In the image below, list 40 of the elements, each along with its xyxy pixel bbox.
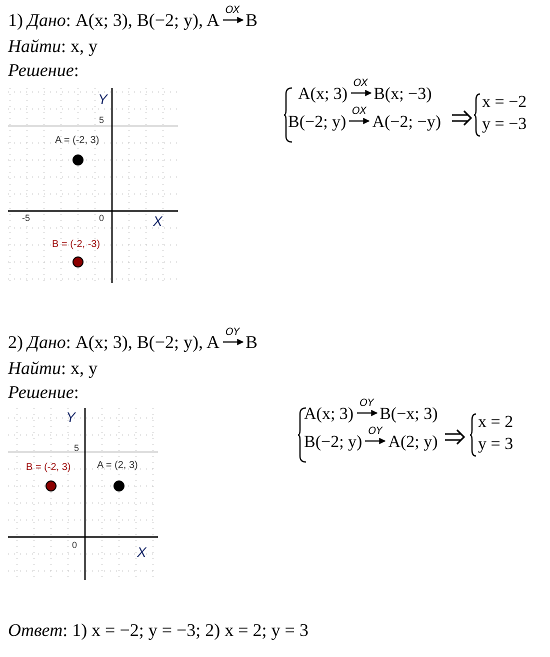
math-text: A(2; y) <box>388 432 438 452</box>
math-text: Решение: <box>8 60 79 81</box>
math-text: B(−x; 3) <box>380 404 438 424</box>
math-text: A(x; 3) <box>298 84 348 104</box>
tick-label: 5 <box>99 116 104 125</box>
math-text: A(x; 3) <box>304 404 354 424</box>
math-text: x = −2 <box>482 92 527 112</box>
math-text: Решение: <box>8 382 79 403</box>
point-label: A = (-2, 3) <box>55 136 100 146</box>
point-label: B = (-2, 3) <box>26 463 71 473</box>
tick-label: 0 <box>99 214 104 223</box>
tick-label: 0 <box>72 541 78 550</box>
math-text: y = −3 <box>482 114 527 134</box>
tick-label: 5 <box>74 444 80 453</box>
math-text: A(−2; −y) <box>372 112 441 132</box>
math-text: x = 2 <box>478 412 514 432</box>
math-text: 1) Дано: A(x; 3), B(−2; y), A <box>8 10 220 31</box>
math-text: Ответ: 1) x = −2; y = −3; 2) x = 2; y = 3 <box>8 620 308 641</box>
axis-label: Y <box>98 92 108 106</box>
axis-symbol: OY <box>368 427 382 437</box>
point-label: B = (-2, -3) <box>52 240 100 250</box>
axis-symbol: OX <box>352 107 366 117</box>
axis-symbol: OY <box>226 328 240 338</box>
math-text: B(x; −3) <box>374 84 432 104</box>
math-text: B <box>246 332 258 353</box>
axis-label: X <box>153 214 162 228</box>
math-text: B(−2; y) <box>304 432 362 452</box>
math-text: B <box>246 10 258 31</box>
axis-symbol: OX <box>225 6 240 16</box>
axis-symbol: OX <box>353 79 368 89</box>
point-label: A = (2, 3) <box>97 461 138 471</box>
tick-label: -5 <box>22 214 30 223</box>
axis-label: Y <box>66 410 76 424</box>
math-text: y = 3 <box>478 434 514 454</box>
axis-label: X <box>137 545 146 559</box>
math-text: 2) Дано: A(x; 3), B(−2; y), A <box>8 332 220 353</box>
math-text: Найти: x, y <box>8 36 98 57</box>
axis-symbol: OY <box>360 399 374 409</box>
math-text: Найти: x, y <box>8 358 98 379</box>
math-text: B(−2; y) <box>288 112 346 132</box>
